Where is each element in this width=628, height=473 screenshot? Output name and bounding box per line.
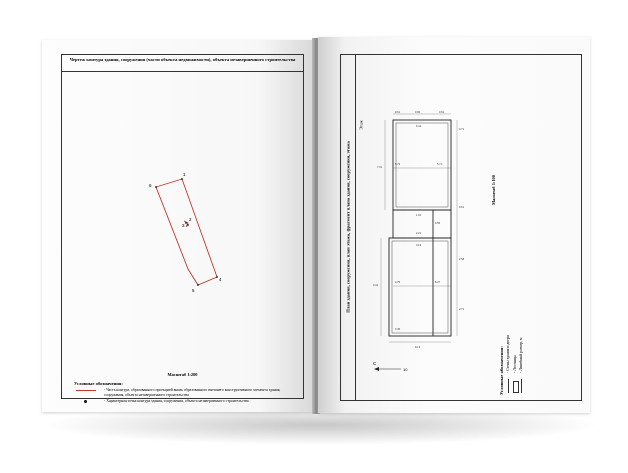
left-page: Чертеж контура здания, сооружения (части… <box>42 40 314 412</box>
dimension-label: 0.61 <box>439 110 445 114</box>
legend-item: - Часть контура, образованного проекцией… <box>74 388 294 397</box>
contour-point <box>185 222 187 224</box>
red-line-symbol <box>76 390 96 391</box>
contour-point <box>155 186 157 188</box>
legend-item-text: - Стены здания и двери <box>506 335 510 373</box>
right-page-legend: Условные обозначения: - Стены здания и д… <box>499 305 526 395</box>
legend-item: - Лестница <box>512 305 519 395</box>
floor-plan-drawing: 0.61 3.00 0.61 6.41 7.01 5.73 5.71 0.71 … <box>373 110 465 349</box>
room-upper <box>392 119 452 211</box>
dimension-label: 10.3 <box>415 345 421 349</box>
scale-bar-label: 10 <box>403 367 408 372</box>
legend-item: - Линейный размер, м <box>519 305 524 395</box>
legend-title: Условные обозначения: <box>499 346 504 395</box>
north-arrow: С 10 <box>373 361 408 372</box>
legend-item: - Стены здания и двери <box>506 305 511 395</box>
dimension-label: 4.19 <box>416 243 422 247</box>
contour-point <box>197 284 199 286</box>
contour-point <box>181 178 183 180</box>
dimension-label: 0.55 <box>435 221 441 225</box>
point-label: 3 <box>182 223 185 228</box>
dimension-label: 7.01 <box>377 165 383 169</box>
legend-item-text: - Лестница <box>512 355 517 373</box>
legend-item-text: - Часть контура, образованного проекцией… <box>104 388 281 397</box>
legend-item-text: - Линейный размер, м <box>519 337 524 373</box>
right-page-title: План здания, сооружения, план этажа, фра… <box>345 141 351 313</box>
dimension-label: 5.71 <box>437 162 443 166</box>
dimension-label: 0.61 <box>459 205 465 209</box>
legend-item: - Характерная точка контура здания, соор… <box>74 399 294 404</box>
wall-symbol <box>508 379 509 393</box>
right-page-frame: План здания, сооружения, план этажа, фра… <box>340 54 582 401</box>
left-page-frame: Чертеж контура здания, сооружения (части… <box>61 54 304 404</box>
building-contour-drawing: 1 2 3 4 5 6 <box>149 172 222 293</box>
dimension-label: 2.71 <box>459 307 465 311</box>
dimension-label: 3.00 <box>415 110 421 114</box>
room-middle <box>392 209 452 239</box>
left-page-title: Чертеж контура здания, сооружения (части… <box>62 55 303 72</box>
dimension-label: 2.21 <box>416 231 422 235</box>
right-page-scale: Масштаб 1:100 <box>491 175 496 205</box>
dimension-label: 1.91 <box>416 213 422 217</box>
dimension-label: 3.75 <box>395 280 401 284</box>
room-lower-inner <box>391 240 449 334</box>
right-page-title-strip: План здания, сооружения, план этажа, фра… <box>341 55 356 400</box>
dimension-label: 0.45 <box>395 327 401 331</box>
dimension-label: 0.61 <box>395 110 401 114</box>
book-spine <box>312 38 320 414</box>
left-page-scale: Масштаб 1:200 <box>167 372 198 377</box>
north-label: С <box>373 361 377 366</box>
contour-segment <box>183 220 189 228</box>
room-upper-inner <box>395 122 449 208</box>
building-contour <box>155 178 218 286</box>
legend-item-text: - Характерная точка контура здания, соор… <box>104 399 249 404</box>
dimension-label: 5.73 <box>395 162 401 166</box>
contour-point <box>187 224 189 226</box>
point-label: 1 <box>183 172 186 177</box>
point-label: 4 <box>219 277 222 282</box>
floor-label: Этаж <box>358 120 364 130</box>
room-lower <box>388 237 452 337</box>
dimension-label: 6.27 <box>435 280 441 284</box>
dimension-symbol <box>521 379 523 393</box>
dimension-label: 6.41 <box>416 124 422 128</box>
stair-symbol <box>512 381 519 393</box>
point-label: 5 <box>192 288 195 293</box>
left-page-legend: Условные обозначения: - Часть контура, о… <box>74 381 294 406</box>
point-label: 6 <box>149 183 152 188</box>
dimension-label: 2.58 <box>459 257 465 261</box>
dimension-label: 0.71 <box>459 127 465 131</box>
floor-label-strip: Этаж <box>356 55 366 400</box>
point-symbol <box>84 400 87 404</box>
dimension-label: 3.41 <box>373 283 379 287</box>
point-label: 2 <box>189 217 192 222</box>
legend-title: Условные обозначения: <box>74 381 123 386</box>
right-page: План здания, сооружения, план этажа, фра… <box>318 37 590 413</box>
contour-point <box>216 276 218 278</box>
